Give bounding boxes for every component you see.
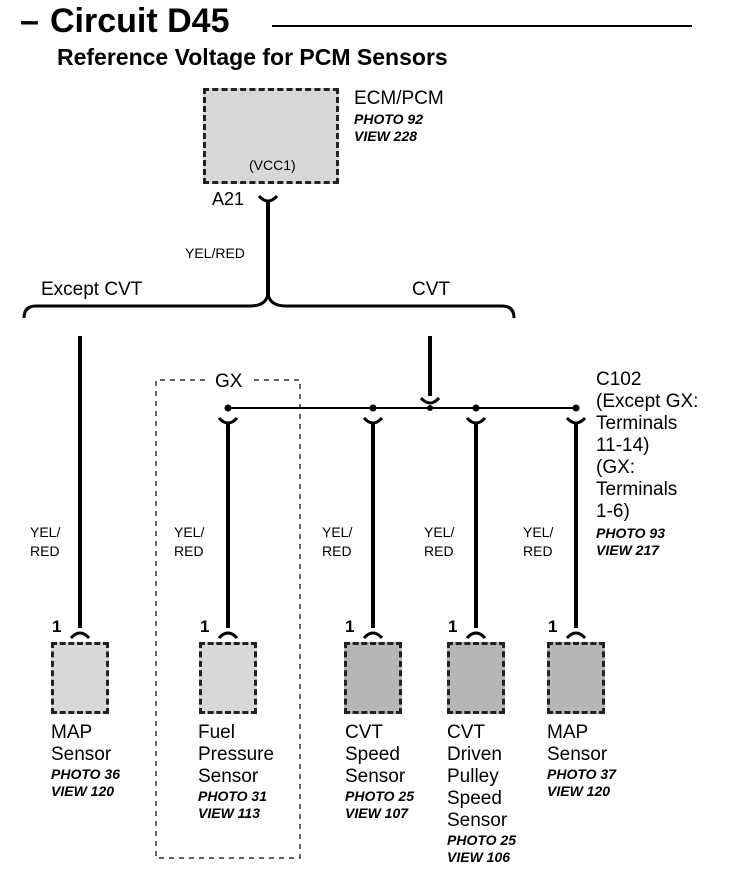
title-dash: – <box>20 2 39 40</box>
drop-cvt-driven-pulley <box>465 416 487 628</box>
c102-line: (GX: <box>596 457 636 478</box>
branch-brace <box>22 293 516 319</box>
sensor-1-box <box>51 642 109 714</box>
wire-label-4: YEL/RED <box>424 524 455 559</box>
wire-label-5: YEL/RED <box>523 524 554 559</box>
splice-2 <box>369 404 377 412</box>
sensor-1-connector <box>69 631 91 640</box>
wire-label-2: YEL/RED <box>174 524 205 559</box>
splice-1 <box>224 404 232 412</box>
ecm-internal-label: (VCC1) <box>249 157 296 173</box>
branch-except-cvt: Except CVT <box>41 279 143 300</box>
sensor-2-connector <box>217 631 239 640</box>
c102-line: Terminals <box>596 479 678 500</box>
c102-input-connector <box>419 396 441 405</box>
c102-line: 11-14) <box>596 435 650 456</box>
sensor-2-label: Fuel Pressure Sensor PHOTO 31 VIEW 113 <box>198 722 275 821</box>
gx-option-box <box>155 379 301 859</box>
splice-3 <box>472 404 480 412</box>
drop-map-cvt <box>565 416 587 628</box>
wire-label-1: YEL/RED <box>30 524 61 559</box>
sensor-5-connector <box>565 631 587 640</box>
ecm-pin-label: A21 <box>212 189 245 209</box>
sensor-5-pin: 1 <box>548 617 558 636</box>
ecm-photo: PHOTO 92 <box>354 111 423 127</box>
splice-4 <box>572 404 580 412</box>
sensor-1-label: MAP Sensor PHOTO 36 VIEW 120 <box>51 722 120 799</box>
branch-cvt: CVT <box>412 279 450 300</box>
main-wire-label: YEL/RED <box>185 245 245 261</box>
drop-fuel-pressure <box>217 416 239 628</box>
sensor-5-label: MAP Sensor PHOTO 37 VIEW 120 <box>547 722 616 799</box>
c102-view: VIEW 217 <box>596 542 660 558</box>
wire-label-3: YEL/RED <box>322 524 353 559</box>
sensor-4-pin: 1 <box>448 617 458 636</box>
page-title: Circuit D45 <box>50 2 230 40</box>
sensor-4-box <box>447 642 505 714</box>
sensor-4-label: CVT Driven Pulley Speed Sensor PHOTO 25 … <box>447 722 516 865</box>
sensor-2-pin: 1 <box>200 617 210 636</box>
ecm-name: ECM/PCM <box>354 88 444 109</box>
c102-photo: PHOTO 93 <box>596 525 665 541</box>
sensor-5-box <box>547 642 605 714</box>
sensor-3-box <box>344 642 402 714</box>
ecm-pcm-module <box>203 88 339 184</box>
ecm-view: VIEW 228 <box>354 128 418 144</box>
page-subtitle: Reference Voltage for PCM Sensors <box>57 44 448 70</box>
sensor-3-pin: 1 <box>345 617 355 636</box>
c102-line: (Except GX: <box>596 391 699 412</box>
sensor-2-box <box>199 642 257 714</box>
gx-box-label: GX <box>215 371 243 392</box>
sensor-3-connector <box>362 631 384 640</box>
sensor-3-label: CVT Speed Sensor PHOTO 25 VIEW 107 <box>345 722 414 821</box>
sensor-1-pin: 1 <box>52 617 62 636</box>
c102-note: C102 (Except GX: Terminals 11-14) (GX: T… <box>596 369 698 559</box>
c102-line: Terminals <box>596 413 678 434</box>
c102-line: 1-6) <box>596 501 630 522</box>
sensor-4-connector <box>465 631 487 640</box>
drop-cvt-speed <box>362 416 384 628</box>
c102-id: C102 <box>596 369 642 390</box>
